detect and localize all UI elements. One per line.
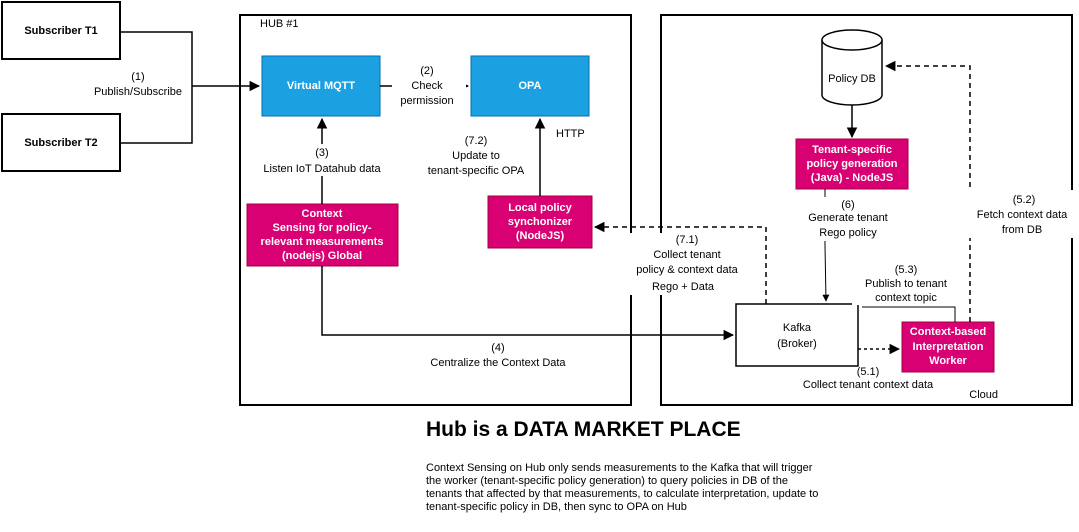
svg-text:Subscriber T1: Subscriber T1 xyxy=(24,25,97,37)
svg-text:policy generation: policy generation xyxy=(806,158,897,170)
svg-text:policy & context data: policy & context data xyxy=(636,264,738,276)
subscriber-t2-node[interactable]: Subscriber T2 xyxy=(1,113,121,172)
edge-fetch-context-db: (5.2) Fetch context data from DB xyxy=(884,60,1074,322)
footer-title: Hub is a DATA MARKET PLACE xyxy=(426,418,741,441)
edge-collect-tenant-policy: (7.1) Collect tenant policy & context da… xyxy=(593,221,767,304)
svg-text:Collect tenant: Collect tenant xyxy=(653,249,720,261)
policy-db-node[interactable]: Policy DB xyxy=(821,29,883,106)
svg-text:(5.1): (5.1) xyxy=(857,366,880,378)
svg-text:Sensing for policy-: Sensing for policy- xyxy=(272,222,371,234)
svg-text:Rego + Data: Rego + Data xyxy=(652,281,715,293)
svg-text:permission: permission xyxy=(400,95,453,107)
edge-check-permission: (2) Check permission xyxy=(380,63,470,107)
svg-text:Check: Check xyxy=(411,80,443,92)
svg-text:Interpretation: Interpretation xyxy=(913,341,984,353)
footer-description: Context Sensing on Hub only sends measur… xyxy=(426,462,819,513)
svg-text:synchonizer: synchonizer xyxy=(508,216,573,228)
svg-text:Generate tenant: Generate tenant xyxy=(808,212,888,224)
svg-text:(NodeJS): (NodeJS) xyxy=(516,230,565,242)
svg-text:tenant-specific OPA: tenant-specific OPA xyxy=(428,165,525,177)
svg-text:(4): (4) xyxy=(491,342,504,354)
svg-text:(5.2): (5.2) xyxy=(1013,194,1036,206)
svg-text:context topic: context topic xyxy=(875,292,937,304)
svg-text:Context: Context xyxy=(302,208,343,220)
svg-text:Context-based: Context-based xyxy=(910,326,986,338)
virtual-mqtt-node[interactable]: Virtual MQTT xyxy=(261,55,381,117)
context-sensing-node[interactable]: Context Sensing for policy- relevant mea… xyxy=(246,203,399,267)
svg-text:(6): (6) xyxy=(841,199,854,211)
svg-text:Collect tenant context data: Collect tenant context data xyxy=(803,379,934,391)
svg-text:(3): (3) xyxy=(315,147,328,159)
svg-text:Centralize the Context Data: Centralize the Context Data xyxy=(430,357,566,369)
hub-container xyxy=(239,14,632,406)
svg-text:Worker: Worker xyxy=(929,355,967,367)
tenant-policy-generation-node[interactable]: Tenant-specific policy generation (Java)… xyxy=(795,138,909,190)
edge-collect-tenant-context: (5.1) Collect tenant context data xyxy=(803,343,934,391)
svg-text:Virtual MQTT: Virtual MQTT xyxy=(287,80,356,92)
edge-update-opa: (7.2) Update to tenant-specific OPA HTTP xyxy=(420,117,585,196)
edge1-num: (1) xyxy=(131,71,144,83)
svg-text:(7.2): (7.2) xyxy=(465,135,488,147)
opa-node[interactable]: OPA xyxy=(470,55,590,117)
cloud-label: Cloud xyxy=(969,389,998,401)
svg-text:(nodejs) Global: (nodejs) Global xyxy=(282,250,362,262)
svg-text:(7.1): (7.1) xyxy=(676,234,699,246)
svg-text:Rego policy: Rego policy xyxy=(819,227,877,239)
http-label: HTTP xyxy=(556,128,585,140)
hub-label: HUB #1 xyxy=(260,18,299,30)
context-interpretation-worker-node[interactable]: Context-based Interpretation Worker xyxy=(901,321,995,373)
edge-generate-rego: (6) Generate tenant Rego policy xyxy=(798,189,894,302)
svg-text:OPA: OPA xyxy=(518,80,541,92)
svg-text:(5.3): (5.3) xyxy=(895,264,918,276)
edge-publish-tenant-topic: (5.3) Publish to tenant context topic xyxy=(852,263,960,322)
svg-text:Kafka: Kafka xyxy=(783,322,812,334)
svg-text:Local policy: Local policy xyxy=(508,202,572,214)
kafka-node[interactable]: Kafka (Broker) xyxy=(735,303,859,367)
edge1-text: Publish/Subscribe xyxy=(94,86,182,98)
svg-text:Listen IoT Datahub data: Listen IoT Datahub data xyxy=(263,163,381,175)
svg-text:(Java) - NodeJS: (Java) - NodeJS xyxy=(811,172,894,184)
local-policy-sync-node[interactable]: Local policy synchonizer (NodeJS) xyxy=(487,195,593,249)
svg-text:Tenant-specific: Tenant-specific xyxy=(812,144,892,156)
svg-text:(2): (2) xyxy=(420,65,433,77)
edge-publish-subscribe: (1) Publish/Subscribe xyxy=(94,31,261,144)
svg-text:relevant measurements: relevant measurements xyxy=(261,236,384,248)
svg-text:Policy DB: Policy DB xyxy=(828,73,876,85)
svg-text:from DB: from DB xyxy=(1002,224,1042,236)
edge-centralize-context: (4) Centralize the Context Data xyxy=(321,266,735,369)
subscriber-t1-node[interactable]: Subscriber T1 xyxy=(1,1,121,60)
edge-listen-datahub: (3) Listen IoT Datahub data xyxy=(250,117,396,204)
svg-text:Update to: Update to xyxy=(452,150,500,162)
svg-text:Publish to tenant: Publish to tenant xyxy=(865,278,947,290)
svg-text:(Broker): (Broker) xyxy=(777,338,817,350)
svg-text:Subscriber T2: Subscriber T2 xyxy=(24,137,97,149)
svg-text:Fetch context data: Fetch context data xyxy=(977,209,1068,221)
